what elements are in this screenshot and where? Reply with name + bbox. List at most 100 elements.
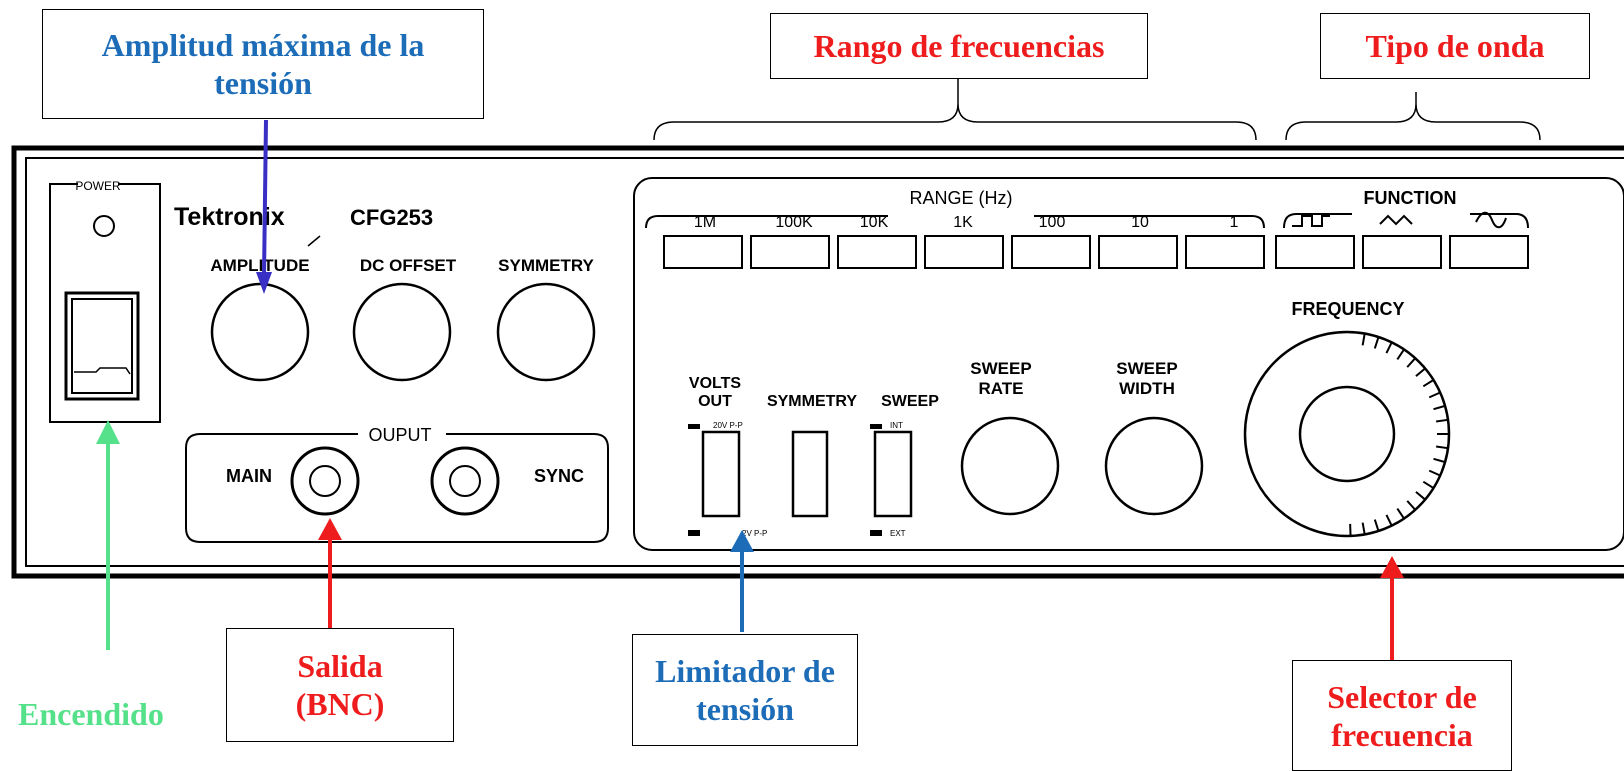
power-led	[93, 215, 115, 237]
frequency-dial[interactable]	[1243, 330, 1451, 538]
selector-callout-text: Selector de frecuencia	[1327, 678, 1477, 753]
output-title: OUPUT	[369, 425, 432, 445]
sine-wave-icon	[1475, 211, 1507, 229]
dial-tick	[1422, 379, 1435, 388]
range-label-1: 1	[1230, 214, 1239, 231]
sweep-rate-label-1: SWEEP	[970, 359, 1031, 378]
dc-offset-knob[interactable]	[352, 282, 452, 382]
symmetry-switch[interactable]	[791, 430, 829, 518]
amplitude-arrow	[262, 119, 268, 277]
controls-frame	[633, 177, 1624, 551]
wave-callout: Tipo de onda	[1320, 13, 1590, 79]
sweep-width-knob[interactable]	[1104, 416, 1204, 516]
volts-out-low-label: 2V P-P	[742, 529, 767, 538]
selector-callout: Selector de frecuencia	[1292, 660, 1512, 771]
range-button-1m[interactable]	[663, 235, 743, 269]
dial-tick	[1433, 457, 1446, 464]
dial-tick	[1385, 514, 1393, 527]
range-label-100k: 100K	[775, 214, 813, 231]
sweep-switch[interactable]	[873, 430, 913, 518]
output-callout-text: Salida (BNC)	[295, 648, 385, 722]
model-label: CFG253	[350, 205, 433, 230]
range-label-100: 100	[1039, 214, 1066, 231]
dial-tick	[1361, 333, 1366, 346]
volts-out-switch[interactable]	[701, 430, 741, 518]
range-label-10k: 10K	[860, 214, 889, 231]
range-title: RANGE (Hz)	[910, 188, 1013, 208]
frequency-dial-ticks	[1349, 333, 1449, 536]
sync-bnc-connector[interactable]	[430, 446, 500, 516]
dial-tick	[1415, 367, 1426, 377]
output-callout: Salida (BNC)	[226, 628, 454, 742]
range-button-100k[interactable]	[750, 235, 830, 269]
dial-tick	[1373, 336, 1380, 349]
dial-tick	[1385, 341, 1393, 354]
square-wave-icon	[1292, 215, 1330, 227]
dial-tick	[1396, 348, 1405, 360]
function-title: FUNCTION	[1364, 188, 1457, 208]
dial-tick	[1435, 418, 1449, 423]
sweep-width-label-2: WIDTH	[1119, 379, 1175, 398]
symmetry-knob[interactable]	[496, 282, 596, 382]
brand-logo: Tektronix	[174, 203, 285, 231]
volts-out-label-2: OUT	[698, 393, 732, 410]
amplitude-label: AMPLITUDE	[210, 256, 309, 275]
sweep-rate-label-2: RATE	[978, 379, 1023, 398]
amplitude-knob[interactable]	[210, 282, 310, 382]
power-on-label: Encendido	[18, 696, 164, 732]
dial-tick	[1406, 500, 1416, 511]
sweep-switch-label: SWEEP	[881, 393, 939, 410]
sweep-on-label: INT	[890, 421, 903, 430]
output-group: OUPUT MAIN SYNC	[185, 425, 609, 543]
dial-tick	[1428, 391, 1441, 399]
dial-tick	[1396, 508, 1405, 520]
power-label: POWER	[75, 179, 121, 193]
volts-out-label-1: VOLTS	[689, 375, 741, 392]
range-button-10[interactable]	[1098, 235, 1178, 269]
frequency-knob[interactable]	[1298, 385, 1396, 483]
range-label-1m: 1M	[694, 214, 716, 231]
sync-label: SYNC	[534, 466, 584, 486]
function-button-sine[interactable]	[1449, 235, 1529, 269]
frequency-label: FREQUENCY	[1291, 299, 1404, 319]
sweep-off-label: EXT	[890, 529, 906, 538]
range-label-10: 10	[1131, 214, 1149, 231]
amplitude-callout-text: Amplitud máxima de la tensión	[101, 27, 425, 101]
dial-tick	[1415, 491, 1426, 501]
sweep-width-label-1: SWEEP	[1116, 359, 1177, 378]
range-brace	[653, 78, 1257, 141]
range-button-100[interactable]	[1011, 235, 1091, 269]
panel-inner-frame	[25, 157, 1624, 567]
main-bnc-connector[interactable]	[290, 446, 360, 516]
sweep-rate-knob[interactable]	[960, 416, 1060, 516]
dial-tick	[1435, 445, 1449, 450]
volts-out-high-label: 20V P-P	[713, 421, 743, 430]
main-label: MAIN	[226, 466, 272, 486]
dial-tick	[1406, 357, 1416, 368]
dial-tick	[1428, 469, 1441, 477]
symmetry-switch-label: SYMMETRY	[767, 393, 857, 410]
limiter-callout: Limitador de tensión	[632, 634, 858, 746]
dial-tick	[1361, 522, 1366, 535]
range-button-1[interactable]	[1185, 235, 1265, 269]
limiter-callout-text: Limitador de tensión	[655, 653, 835, 727]
dial-tick	[1433, 404, 1446, 411]
function-button-triangle[interactable]	[1362, 235, 1442, 269]
range-button-1k[interactable]	[924, 235, 1004, 269]
function-button-square[interactable]	[1275, 235, 1355, 269]
symmetry-knob-label: SYMMETRY	[498, 256, 594, 275]
dc-offset-label: DC OFFSET	[360, 256, 457, 275]
dial-tick	[1373, 519, 1380, 532]
wave-callout-text: Tipo de onda	[1365, 28, 1545, 64]
range-callout: Rango de frecuencias	[770, 13, 1148, 79]
range-callout-text: Rango de frecuencias	[813, 28, 1105, 64]
range-label-1k: 1K	[953, 214, 973, 231]
power-block: POWER	[49, 179, 161, 423]
amplitude-callout: Amplitud máxima de la tensión	[42, 9, 484, 119]
panel-outer-frame	[11, 145, 1624, 579]
dial-tick	[1422, 480, 1435, 489]
range-button-10k[interactable]	[837, 235, 917, 269]
power-switch[interactable]	[64, 291, 140, 401]
triangle-wave-icon	[1379, 214, 1413, 226]
